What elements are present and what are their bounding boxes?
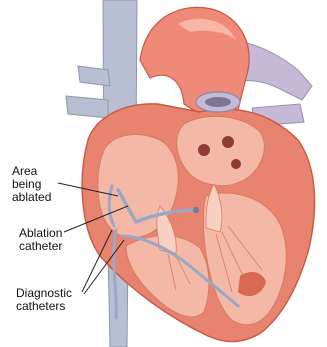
vein-opening [231,159,241,169]
label-line: catheter [19,240,62,253]
valve-opening [205,97,231,107]
vein-opening [198,144,210,156]
label-line: ablated [12,191,51,204]
label-area-being-ablated: Area being ablated [12,165,51,204]
pulmonary-vein-left-lower [66,96,108,118]
label-line: catheters [16,300,72,313]
label-ablation-catheter: Ablation catheter [19,227,62,253]
vein-opening [222,136,234,148]
label-diagnostic-catheters: Diagnostic catheters [16,287,72,313]
ablation-tip [193,207,199,213]
